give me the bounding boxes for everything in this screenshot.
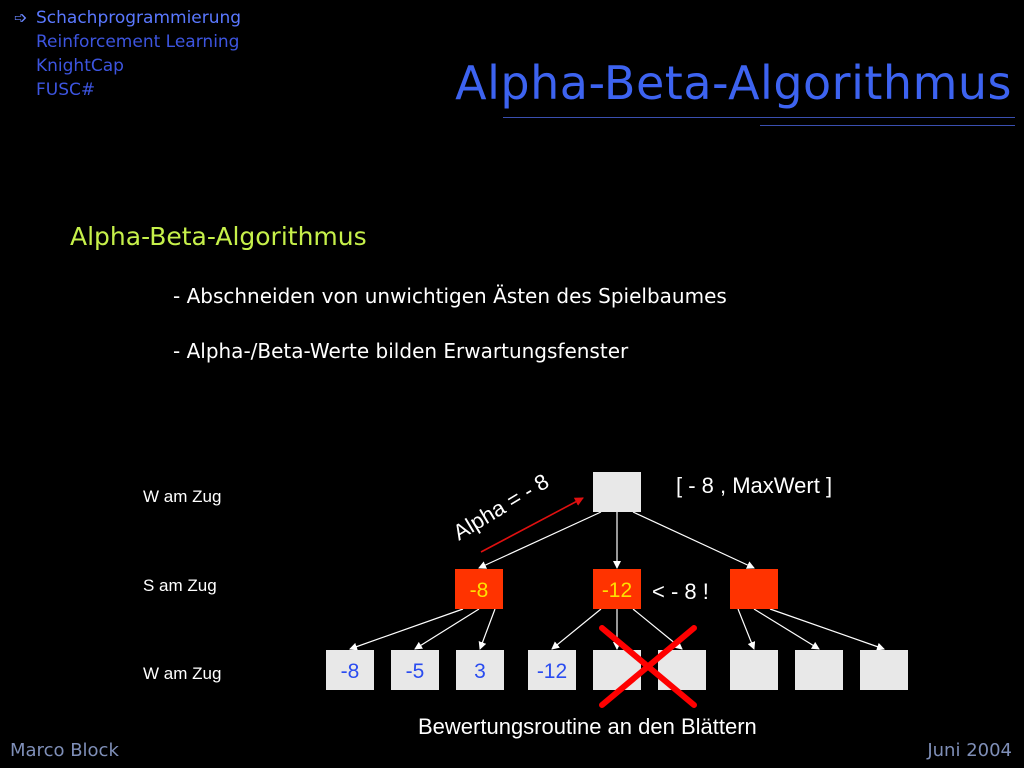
nav-item-fusc[interactable]: FUSC# <box>14 78 241 102</box>
leaf-node <box>326 650 374 690</box>
tree-edge <box>349 608 464 651</box>
tree-edge <box>414 608 480 650</box>
title-divider-upper <box>503 117 1015 118</box>
turn-label-middle: S am Zug <box>143 576 217 595</box>
nav-item-label: Schachprogrammierung <box>36 8 242 28</box>
tree-edge <box>769 608 885 651</box>
arrow-right-icon: ➩ <box>14 8 28 27</box>
nav-item-schachprogrammierung[interactable]: ➩ Schachprogrammierung <box>14 6 241 30</box>
nav-item-label: KnightCap <box>36 56 124 76</box>
middle-node-value: -8 <box>470 579 489 602</box>
footer-date: Juni 2004 <box>927 740 1012 761</box>
alpha-arrow <box>480 497 584 553</box>
tree-edge <box>737 608 756 650</box>
leaf-node-value: -12 <box>537 660 567 683</box>
leaf-node <box>860 650 908 690</box>
tree-edge <box>753 608 820 650</box>
nav-item-label: Reinforcement Learning <box>36 32 240 52</box>
leaf-node-value: -5 <box>406 660 425 683</box>
nav-item-label: FUSC# <box>36 80 96 100</box>
middle-node <box>455 569 503 609</box>
footer-author: Marco Block <box>10 740 119 761</box>
nav-item-reinforcement-learning[interactable]: Reinforcement Learning <box>14 30 241 54</box>
leaf-node <box>528 650 576 690</box>
middle-node <box>730 569 778 609</box>
turn-label-root: W am Zug <box>143 487 222 506</box>
middle-node-value: -12 <box>602 579 632 602</box>
root-node <box>593 472 641 512</box>
leaf-node <box>456 650 504 690</box>
nav-item-knightcap[interactable]: KnightCap <box>14 54 241 78</box>
cutoff-label: < - 8 ! <box>652 579 709 604</box>
tree-edge <box>632 511 755 569</box>
leaf-node <box>795 650 843 690</box>
tree-edge <box>478 511 602 569</box>
leaf-caption: Bewertungsroutine an den Blättern <box>418 714 757 739</box>
bullet-window: - Alpha-/Beta-Werte bilden Erwartungsfen… <box>173 339 629 363</box>
page-title: Alpha-Beta-Algorithmus <box>455 56 1012 110</box>
bullet-pruning: - Abschneiden von unwichtigen Ästen des … <box>173 284 727 308</box>
leaf-node-value: -8 <box>341 660 360 683</box>
leaf-node <box>391 650 439 690</box>
middle-node <box>593 569 641 609</box>
turn-label-leaves: W am Zug <box>143 664 222 683</box>
leaf-node-value: 3 <box>474 660 486 683</box>
title-divider-lower <box>760 125 1015 126</box>
section-heading: Alpha-Beta-Algorithmus <box>70 222 367 251</box>
prune-cross-line <box>599 625 697 708</box>
tree-edge <box>551 608 602 650</box>
outline-nav: ➩ Schachprogrammierung Reinforcement Lea… <box>14 6 241 102</box>
leaf-node <box>730 650 778 690</box>
window-label: [ - 8 , MaxWert ] <box>676 473 833 498</box>
tree-edge <box>478 608 496 650</box>
